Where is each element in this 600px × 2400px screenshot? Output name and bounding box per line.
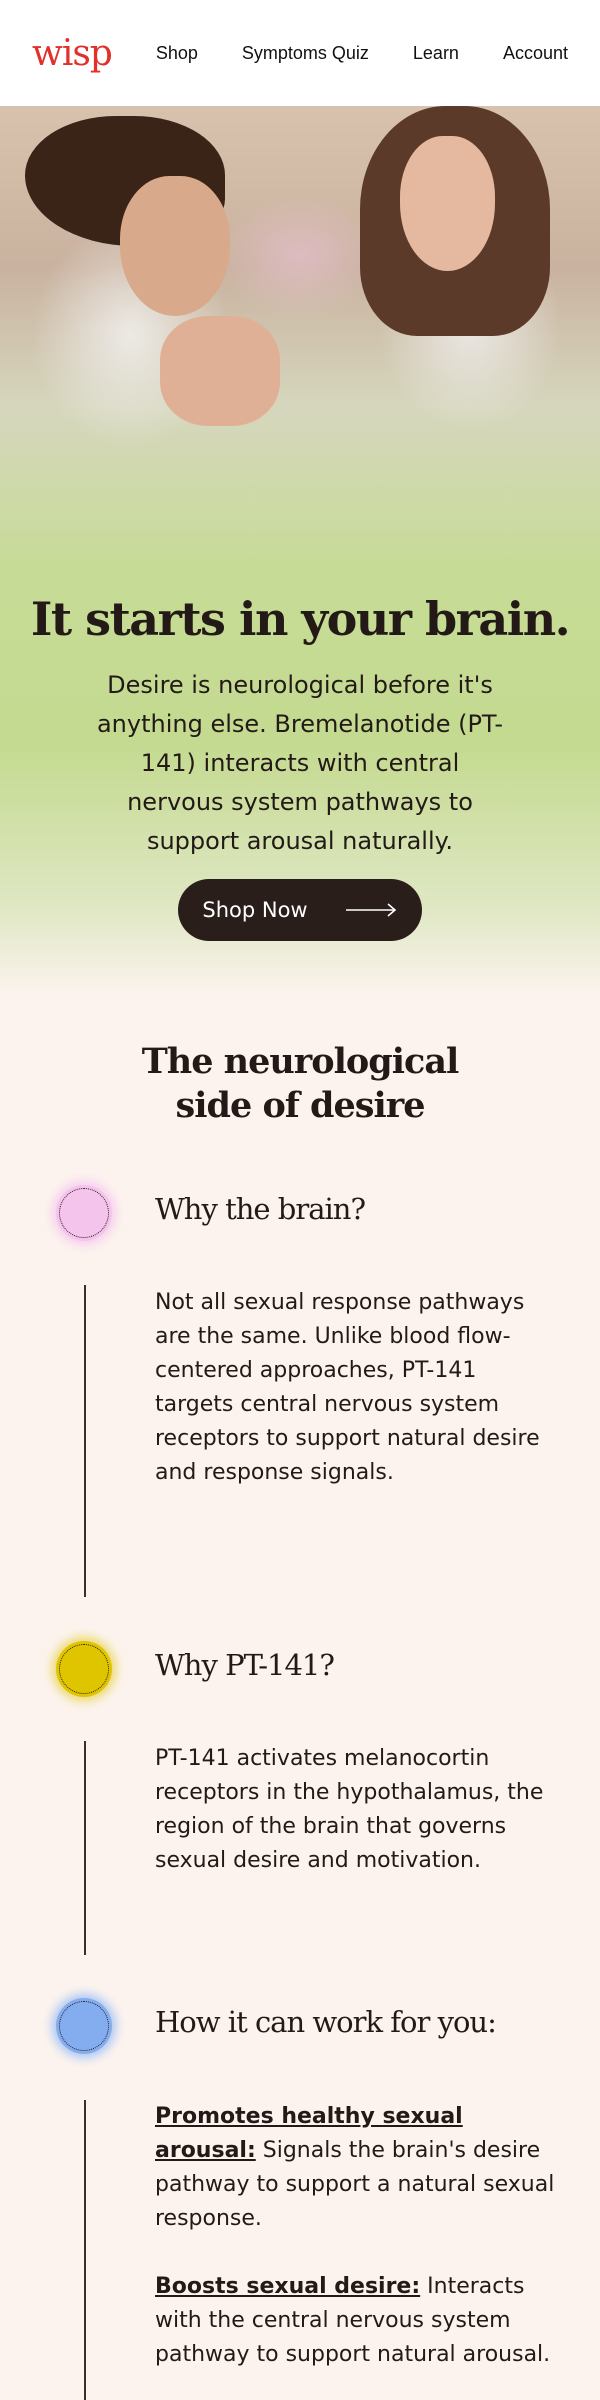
wisp-logo[interactable]: wisp xyxy=(32,32,113,74)
hero-title: It starts in your brain. xyxy=(30,592,571,646)
pink-dot-icon xyxy=(56,1185,112,1241)
site-header: wisp Shop Symptoms Quiz Learn Account xyxy=(0,0,600,106)
nav-link-account[interactable]: Account xyxy=(502,42,568,63)
hero-section: It starts in your brain. Desire is neuro… xyxy=(0,106,600,996)
yellow-dot-icon xyxy=(56,1641,112,1697)
man-face xyxy=(120,176,230,316)
shop-now-button[interactable]: Shop Now xyxy=(178,879,422,941)
step-title-why-brain: Why the brain? xyxy=(155,1192,366,1226)
step-body-how-it-works: Promotes healthy sexual arousal: Signals… xyxy=(155,2100,555,2372)
woman-face xyxy=(400,136,495,271)
main-nav: Shop Symptoms Quiz Learn Account xyxy=(156,43,568,64)
shop-now-label: Shop Now xyxy=(202,898,308,922)
benefit-lead: Boosts sexual desire: xyxy=(155,2274,421,2299)
step-body-why-pt141: PT-141 activates melanocortin receptors … xyxy=(155,1746,544,1873)
step-title-why-pt141: Why PT-141? xyxy=(155,1648,335,1682)
nav-link-learn[interactable]: Learn xyxy=(412,42,459,63)
benefit-text: Interacts with the central nervous syste… xyxy=(155,2274,551,2367)
timeline-line xyxy=(84,1285,86,1597)
benefit-lead: Promotes healthy sexual arousal: xyxy=(155,2104,463,2163)
timeline-line xyxy=(84,2100,86,2400)
benefit-item: Promotes healthy sexual arousal: Signals… xyxy=(155,2100,555,2236)
holding-hands xyxy=(160,316,280,426)
nav-link-shop[interactable]: Shop xyxy=(155,42,198,63)
section-title: The neurological side of desire xyxy=(0,1040,600,1128)
benefit-text: Signals the brain's desire pathway to su… xyxy=(155,2138,555,2231)
step-body-why-brain: Not all sexual response pathways are the… xyxy=(155,1290,540,1485)
blue-dot-icon xyxy=(56,1998,112,2054)
section-title-line2: side of desire xyxy=(175,1085,426,1126)
benefit-item: Boosts sexual desire: Interacts with the… xyxy=(155,2270,555,2372)
timeline-line xyxy=(84,1741,86,1955)
hero-description: Desire is neurological before it's anyth… xyxy=(96,671,504,855)
section-title-line1: The neurological xyxy=(141,1041,460,1082)
step-title-how-it-works: How it can work for you: xyxy=(155,2005,497,2039)
nav-link-symptoms-quiz[interactable]: Symptoms Quiz xyxy=(241,42,369,63)
arrow-right-icon xyxy=(345,903,398,917)
couple-photo xyxy=(0,106,600,566)
